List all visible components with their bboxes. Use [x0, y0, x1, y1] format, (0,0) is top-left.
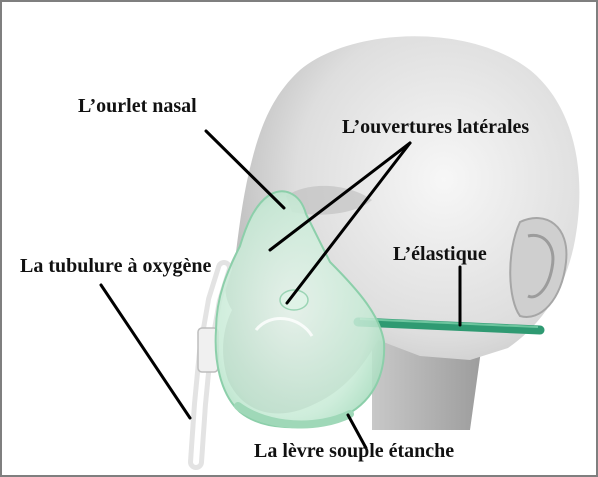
label-elastic: L’élastique: [393, 244, 487, 264]
leader-tube: [101, 285, 190, 418]
ear: [510, 218, 566, 317]
label-nasal-rim: L’ourlet nasal: [78, 96, 197, 116]
label-sealing-lip: La lèvre souple étanche: [254, 441, 454, 461]
label-lateral-openings: L’ouvertures latérales: [342, 117, 529, 137]
label-oxygen-tubing: La tubulure à oxygène: [20, 256, 211, 276]
